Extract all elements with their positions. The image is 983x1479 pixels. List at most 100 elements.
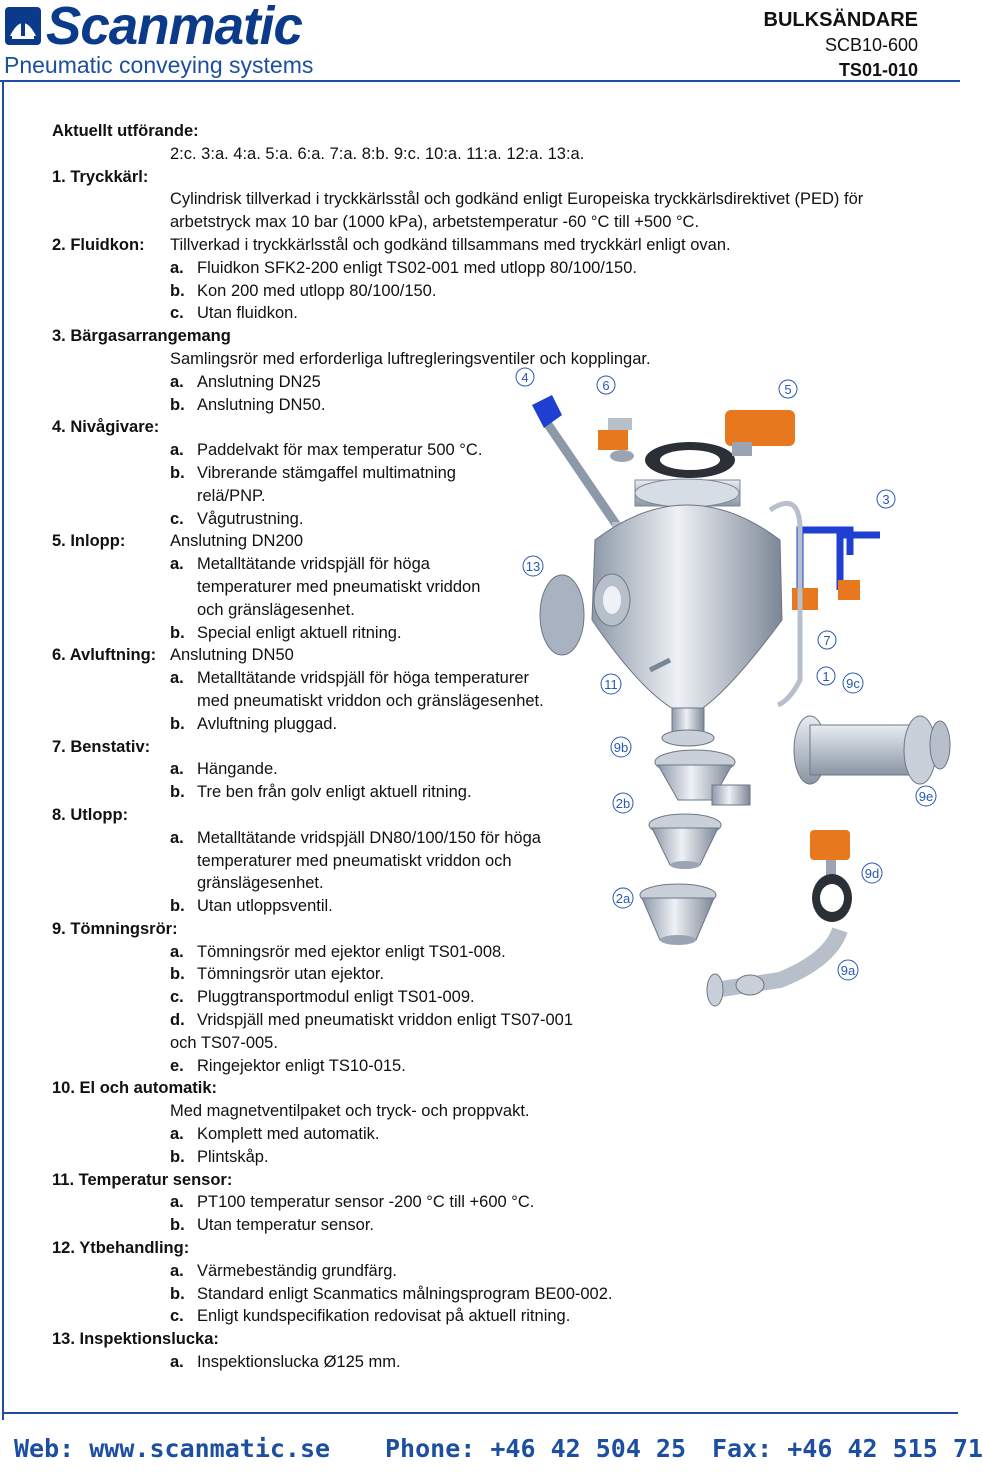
item-text: Enligt kundspecifikation redovisat på ak…: [197, 1307, 571, 1326]
item-key: d.: [170, 1011, 185, 1030]
spec-line: b.Tömningsrör utan ejektor.: [52, 963, 652, 986]
footer-web-link[interactable]: Web: www.scanmatic.se: [14, 1434, 331, 1463]
callout-5: 5: [778, 379, 798, 399]
item-key: b.: [170, 714, 185, 733]
item-text: Utan temperatur sensor.: [197, 1216, 375, 1235]
item-key: a.: [170, 760, 184, 779]
spec-line: a.PT100 temperatur sensor -200 °C till +…: [52, 1191, 652, 1214]
item-text: Inspektionslucka Ø125 mm.: [197, 1353, 401, 1372]
spec-line: 7. Benstativ:: [52, 736, 652, 759]
fluid-cone-9b-part: [654, 749, 751, 806]
spec-line: och gränslägesenhet.: [52, 599, 652, 622]
section-text: Anslutning DN50: [170, 646, 294, 665]
item-text: Komplett med automatik.: [197, 1125, 380, 1144]
spec-line: b.Anslutning DN50.: [52, 394, 652, 417]
item-text: med pneumatiskt vriddon och gränslägesen…: [197, 691, 544, 710]
spec-line: 4. Nivågivare:: [52, 416, 652, 439]
section-label: 3. Bärgasarrangemang: [52, 327, 231, 346]
spec-line: a.Hängande.: [52, 758, 652, 781]
item-key: a.: [170, 1193, 184, 1212]
spec-line: b.Vibrerande stämgaffel multimatning: [52, 462, 652, 485]
callout-9a-label: 9a: [841, 963, 856, 978]
item-text: Special enligt aktuell ritning.: [197, 623, 402, 642]
section-label: 7. Benstativ:: [52, 737, 151, 756]
callout-9c: 9c: [842, 672, 864, 694]
item-text: Utan utloppsventil.: [197, 897, 333, 916]
callout-4: 4: [515, 367, 535, 387]
vent-valve-part: [598, 418, 634, 462]
item-text: Tömningsrör med ejektor enligt TS01-008.: [197, 942, 506, 961]
item-text: Anslutning DN50.: [197, 395, 326, 414]
spec-line: c.Enligt kundspecifikation redovisat på …: [52, 1305, 652, 1328]
brand-tagline: Pneumatic conveying systems: [4, 52, 314, 78]
item-text: Vridspjäll med pneumatiskt vriddon enlig…: [197, 1011, 574, 1030]
callout-3: 3: [876, 489, 896, 509]
logo-mark-icon: [5, 7, 41, 45]
item-key: b.: [170, 1147, 185, 1166]
section-label: 6. Avluftning:: [52, 646, 157, 665]
section-label: 8. Utlopp:: [52, 805, 129, 824]
section-label: 1. Tryckkärl:: [52, 167, 149, 186]
spec-line: 2:c. 3:a. 4:a. 5:a. 6:a. 7:a. 8:b. 9:c. …: [52, 143, 652, 166]
spec-line: 10. El och automatik:: [52, 1077, 652, 1100]
item-text: och TS07-005.: [170, 1033, 278, 1052]
item-key: a.: [170, 1353, 184, 1372]
spec-line: b.Plintskåp.: [52, 1146, 652, 1169]
callout-11-label: 11: [604, 677, 618, 692]
scanmatic-logo: Scanmatic Pneumatic conveying systems: [2, 0, 362, 82]
document-id-block: BULKSÄNDARE SCB10-600 TS01-010: [764, 8, 918, 83]
callout-3-label: 3: [882, 492, 889, 507]
callout-4-label: 4: [521, 370, 528, 385]
spec-line: 1. Tryckkärl:: [52, 166, 652, 189]
item-text: Tömningsrör utan ejektor.: [197, 965, 385, 984]
item-key: b.: [170, 463, 185, 482]
section-text: Samlingsrör med erforderliga luftregleri…: [170, 349, 651, 368]
item-text: Vågutrustning.: [197, 509, 304, 528]
spec-line: a. Komplett med automatik.: [52, 1123, 652, 1146]
spec-line: 9. Tömningsrör:: [52, 918, 652, 941]
spec-line: a.Värmebeständig grundfärg.: [52, 1260, 652, 1283]
spec-line: a.Metalltätande vridspjäll DN80/100/150 …: [52, 827, 652, 850]
exploded-view-illustration: 4 6 5 3 13 7 1 11 9c 9b 9e 2b 9d 2a 9a: [515, 367, 951, 1007]
spec-line: b. Utan temperatur sensor.: [52, 1214, 652, 1237]
callout-9b-label: 9b: [614, 740, 628, 755]
item-text: temperaturer med pneumatiskt vriddon: [197, 577, 481, 596]
document-model: SCB10-600: [824, 35, 918, 55]
spec-line: a.Fluidkon SFK2-200 enligt TS02-001 med …: [52, 257, 652, 280]
spec-line: med pneumatiskt vriddon och gränslägesen…: [52, 690, 652, 713]
item-key: a.: [170, 1125, 184, 1144]
callout-11: 11: [600, 673, 622, 695]
item-text: Ringejektor enligt TS10-015.: [197, 1056, 406, 1075]
item-key: b.: [170, 1216, 185, 1235]
section-text: arbetstryck max 10 bar (1000 kPa), arbet…: [170, 213, 700, 232]
carrier-gas-pipework-part: [768, 500, 880, 708]
butterfly-valve-part: [810, 830, 852, 922]
frame-left-rule: [2, 82, 4, 1420]
callout-9b: 9b: [610, 736, 632, 758]
callout-6-label: 6: [602, 378, 609, 393]
item-text: Fluidkon SFK2-200 enligt TS02-001 med ut…: [197, 258, 637, 277]
page-footer: Web: www.scanmatic.se Phone: +46 42 504 …: [0, 1430, 983, 1470]
spec-line: b.Special enligt aktuell ritning.: [52, 622, 652, 645]
document-code: TS01-010: [838, 60, 918, 80]
callout-9d: 9d: [861, 862, 883, 884]
spec-line: relä/PNP.: [52, 485, 652, 508]
footer-fax: Fax: +46 42 515 71: [712, 1434, 983, 1463]
spec-line: Samlingsrör med erforderliga luftregleri…: [52, 348, 652, 371]
section-label: 2. Fluidkon:: [52, 235, 145, 254]
item-text: och gränslägesenhet.: [197, 600, 355, 619]
item-text: Standard enligt Scanmatics målningsprogr…: [197, 1284, 613, 1303]
section-text: Tillverkad i tryckkärlsstål och godkänd …: [170, 235, 731, 254]
spec-line: a.Metalltätande vridspjäll för höga: [52, 553, 652, 576]
item-key: e.: [170, 1056, 184, 1075]
frame-bottom-rule: [2, 1412, 958, 1414]
callout-2b: 2b: [612, 792, 634, 814]
section-label: 9. Tömningsrör:: [52, 919, 178, 938]
spec-line: b. Utan utloppsventil.: [52, 895, 652, 918]
callout-13: 13: [522, 555, 544, 577]
inspection-hatch-part: [539, 574, 585, 656]
item-key: b.: [170, 897, 185, 916]
spec-line: 5. Inlopp:Anslutning DN200: [52, 530, 652, 553]
callout-9e-label: 9e: [919, 789, 933, 804]
spec-line: a.Paddelvakt för max temperatur 500 °C.: [52, 439, 652, 462]
